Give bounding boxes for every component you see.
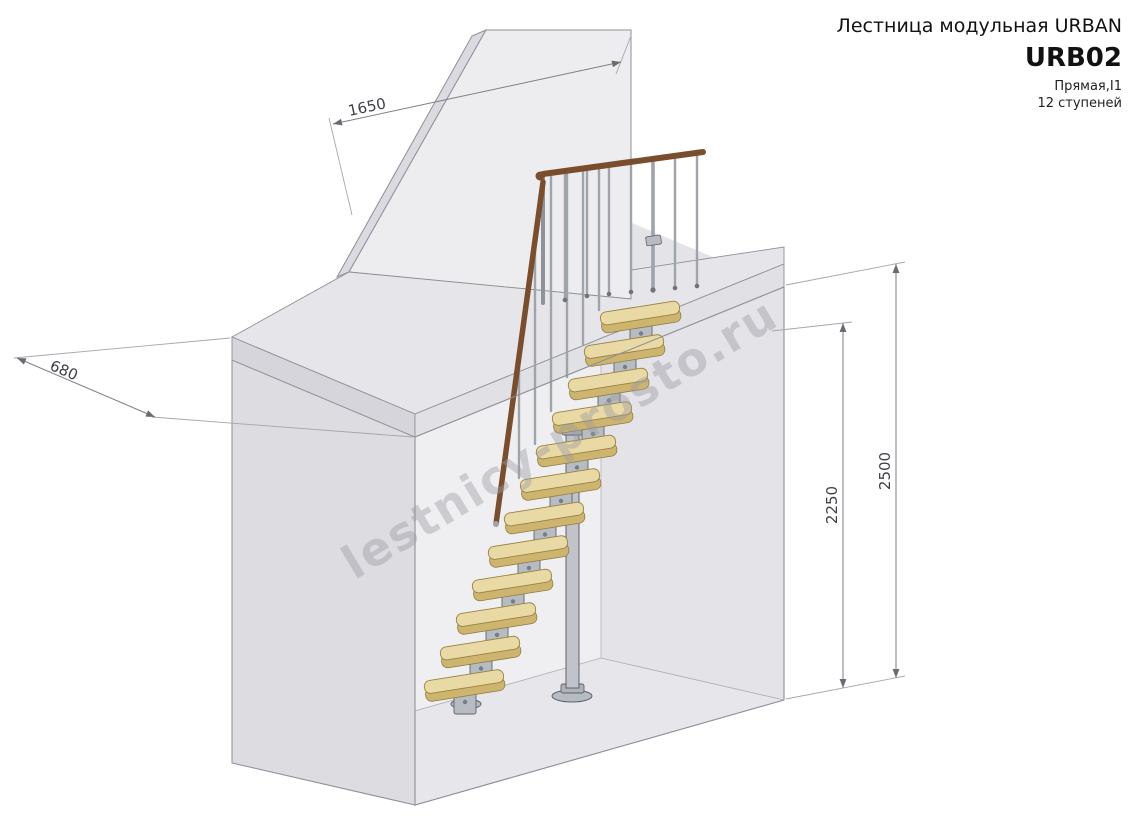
- title-block: Лестница модульная URBAN URB02 Прямая,I1…: [837, 15, 1122, 111]
- stair-handrail: [493, 179, 546, 527]
- dimension-value-1650: 1650: [346, 94, 387, 120]
- product-type: Прямая,I1: [1054, 79, 1122, 94]
- handrail-lower-bracket: [493, 521, 499, 527]
- landing-balusters: [563, 151, 699, 302]
- box-front-face-outline: [414, 286, 785, 806]
- stair-balusters: [517, 164, 601, 480]
- newel-bracket: [645, 234, 662, 247]
- dimension-value-2500: 2500: [876, 452, 894, 490]
- staircase: [423, 149, 706, 715]
- wall-face: [348, 29, 632, 300]
- handrail-finial: [535, 171, 545, 181]
- baluster-feet: [562, 283, 700, 303]
- product-steps: 12 ступеней: [1037, 96, 1122, 111]
- dimension-ceiling-height: 2250: [771, 321, 853, 688]
- dimension-value-2250: 2250: [823, 486, 841, 524]
- railing: [493, 149, 706, 527]
- product-model: URB02: [1025, 43, 1122, 73]
- dimension-value-680: 680: [47, 357, 80, 385]
- landing-handrail: [540, 149, 706, 177]
- product-title: Лестница модульная URBAN: [837, 15, 1122, 37]
- dimension-total-height: 2500: [785, 261, 906, 700]
- box-left-face: [231, 359, 416, 806]
